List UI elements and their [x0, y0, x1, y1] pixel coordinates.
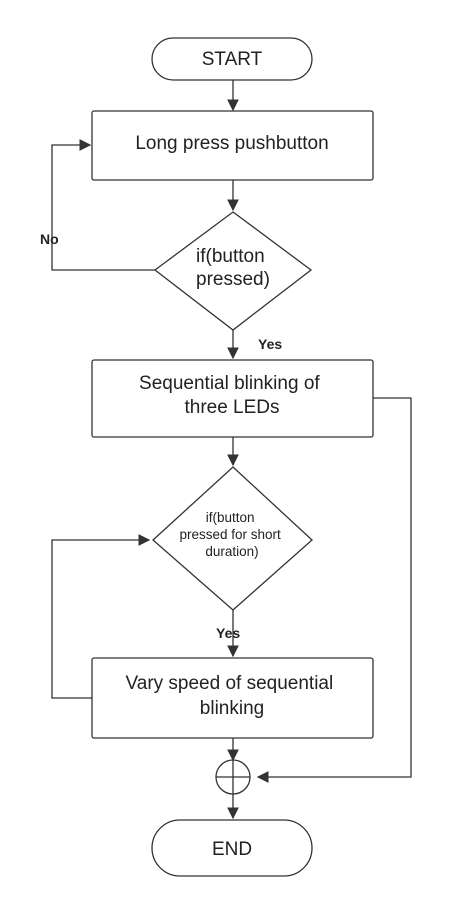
decision-button-pressed — [153, 211, 313, 331]
edge-varyspeed-loop-back — [51, 534, 151, 699]
summing-junction — [215, 759, 251, 795]
long-press-process — [91, 110, 374, 181]
sequential-blinking-process — [91, 359, 374, 438]
decision-button-pressed-label: if(button pressed) — [196, 246, 270, 290]
edge-sequential-bypass-to-junction — [256, 397, 412, 783]
sequential-blinking-label: Sequential blinking of three LEDs — [139, 373, 325, 418]
vary-speed-line-1: Vary speed of sequential — [125, 673, 333, 694]
sequential-line-2: three LEDs — [184, 397, 279, 418]
long-press-label: Long press pushbutton — [135, 133, 328, 154]
vary-speed-label: Vary speed of sequential blinking — [125, 673, 338, 719]
edge-label-no: No — [40, 231, 59, 247]
decision1-line-2: pressed) — [196, 269, 270, 290]
edge-decision1-no-loop — [51, 139, 155, 271]
vary-speed-line-2: blinking — [200, 698, 264, 719]
sequential-line-1: Sequential blinking of — [139, 373, 320, 394]
decision2-line-2: pressed for short — [179, 527, 281, 542]
decision-short-press-label: if(button pressed for short duration) — [179, 510, 284, 559]
decision2-line-1: if(button — [206, 510, 255, 525]
edge-label-yes-1: Yes — [258, 336, 282, 352]
decision2-line-3: duration) — [205, 544, 258, 559]
end-terminal — [151, 819, 313, 877]
start-terminal — [151, 37, 313, 81]
end-label: END — [212, 839, 252, 860]
start-label: START — [202, 49, 263, 70]
edge-label-yes-2: Yes — [216, 625, 240, 641]
decision1-line-1: if(button — [196, 246, 265, 267]
decision-short-press — [152, 466, 313, 611]
vary-speed-process — [91, 657, 374, 739]
